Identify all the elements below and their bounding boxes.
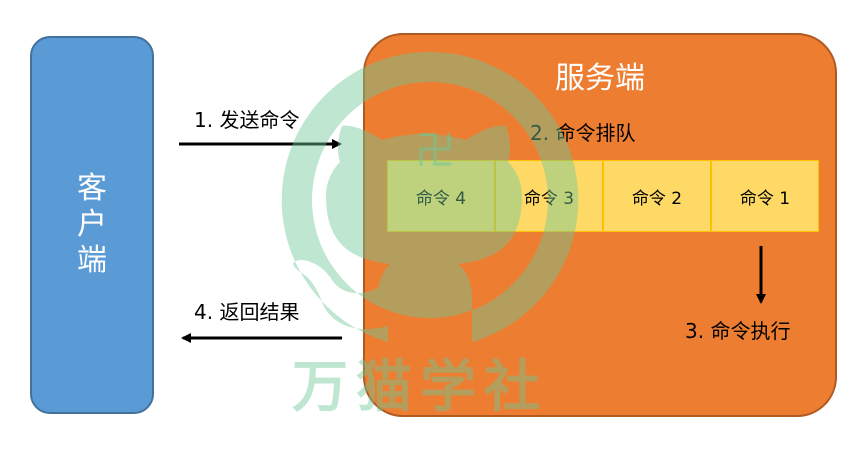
- queue-label: 2. 命令排队: [530, 121, 636, 145]
- return-result-label: 4. 返回结果: [194, 300, 300, 324]
- queue-item-command-4: 命令 4: [387, 160, 495, 232]
- queue-item-command-1: 命令 1: [711, 160, 819, 232]
- server-box: 服务端 2. 命令排队 命令 4 命令 3 命令 2 命令 1 3. 命令执行: [363, 33, 837, 417]
- send-command-label: 1. 发送命令: [194, 108, 300, 132]
- client-label: 客户端: [77, 171, 107, 278]
- queue-item-command-3: 命令 3: [495, 160, 603, 232]
- command-queue: 命令 4 命令 3 命令 2 命令 1: [387, 160, 819, 232]
- execute-label: 3. 命令执行: [685, 319, 791, 343]
- queue-item-command-2: 命令 2: [603, 160, 711, 232]
- client-box: 客户端: [30, 36, 154, 414]
- server-title: 服务端: [555, 61, 645, 96]
